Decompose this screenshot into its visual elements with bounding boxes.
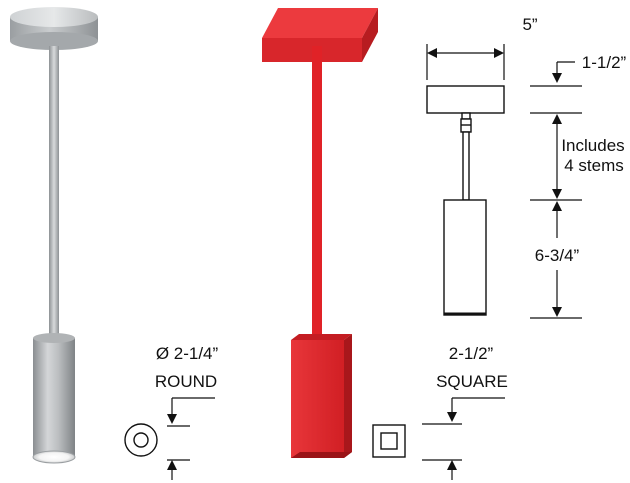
- stem-length-dimension: [530, 114, 582, 201]
- elevation-canopy: [426, 85, 505, 114]
- square-body: [291, 334, 352, 458]
- stems-label-line1: Includes: [561, 136, 624, 155]
- stems-label-line2: 4 stems: [564, 156, 624, 175]
- square-stem: [312, 46, 322, 346]
- square-top-view-icon: [372, 424, 406, 458]
- round-stem: [49, 46, 59, 346]
- round-pendant-illustration: [10, 7, 98, 464]
- pendant-height-dimension: [530, 201, 582, 319]
- round-dimension-lines: [167, 397, 215, 480]
- round-diameter-label: Ø 2-1/4”: [156, 344, 219, 363]
- round-top-view-icon: [124, 423, 158, 457]
- square-pendant-illustration: [262, 8, 378, 458]
- square-size-label: 2-1/2”: [449, 344, 494, 363]
- canopy-height-label: 1-1/2”: [582, 53, 627, 72]
- pendant-height-label: 6-3/4”: [535, 246, 580, 265]
- round-shape-label: ROUND: [155, 372, 217, 391]
- canopy-width-label: 5”: [522, 15, 537, 34]
- elevation-pendant-body: [443, 199, 487, 316]
- elevation-drawing: [426, 85, 505, 316]
- canopy-width-dimension: [426, 44, 505, 80]
- canopy-height-dimension: [530, 61, 582, 114]
- round-canopy: [10, 7, 98, 50]
- elevation-stem: [460, 112, 472, 201]
- square-shape-label: SQUARE: [436, 372, 508, 391]
- square-dimension-lines: [422, 397, 505, 480]
- round-cylinder: [32, 333, 76, 464]
